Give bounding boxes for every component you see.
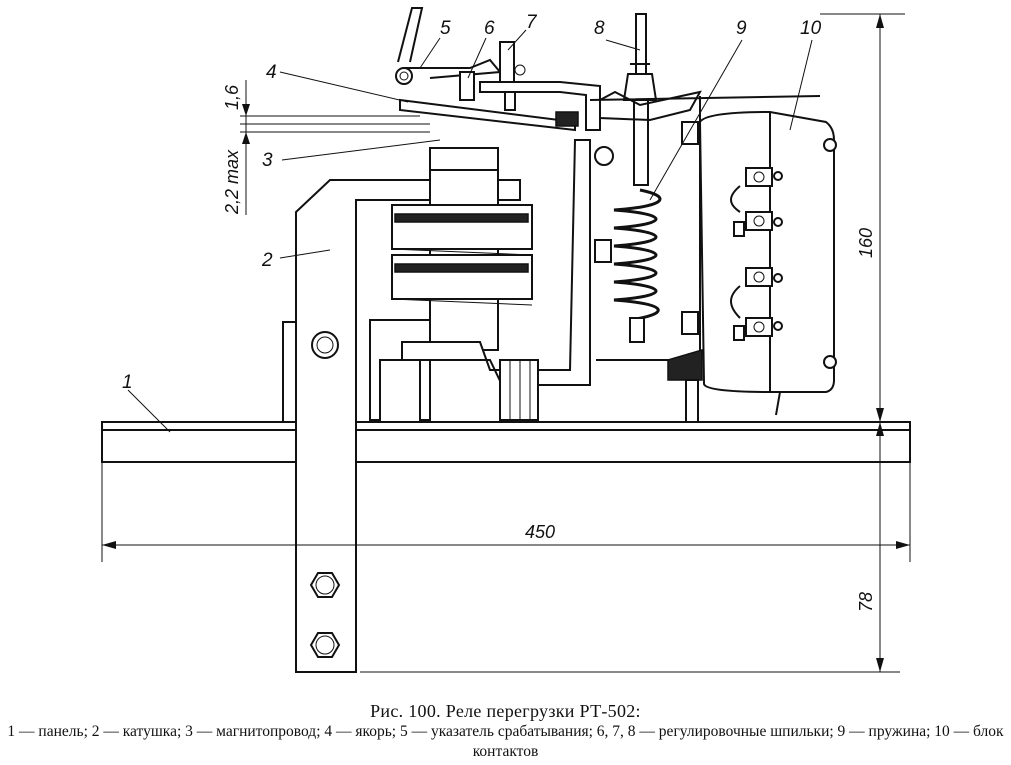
- bracket-bolt-icon: [594, 146, 614, 166]
- trip-indicator: [397, 7, 502, 79]
- dimension-lines: [101, 13, 911, 673]
- adjusting-studs: [459, 41, 601, 131]
- callout-9: 9: [736, 18, 747, 39]
- dim-height-top: 160: [856, 228, 876, 258]
- panel: [101, 421, 911, 463]
- dimension-labels: 450 160 78 1,6 2,2 max: [222, 84, 876, 612]
- callout-5: 5: [440, 18, 451, 39]
- callout-7: 7: [526, 12, 538, 33]
- callout-3: 3: [262, 150, 273, 171]
- figure-caption: Рис. 100. Реле перегрузки РТ-502: 1 — па…: [0, 700, 1011, 762]
- callout-labels: 1 2 3 4 5 6 7 8 9 10: [122, 12, 822, 393]
- callout-2: 2: [261, 250, 273, 271]
- armature: [395, 67, 579, 132]
- callout-8: 8: [594, 18, 605, 39]
- relay-drawing: 1 2 3 4 5 6 7 8 9 10 450 160: [101, 7, 911, 673]
- callout-leaders: [127, 29, 813, 433]
- coil: [369, 147, 533, 423]
- spring-assembly: [599, 13, 702, 343]
- lower-bolts: [309, 572, 341, 658]
- dim-gap-max: 2,2 max: [222, 149, 242, 215]
- contact-block: [698, 110, 837, 416]
- contact-terminals: [730, 167, 783, 341]
- caption-title: Рис. 100. Реле перегрузки РТ-502:: [370, 701, 641, 721]
- callout-10: 10: [800, 18, 822, 39]
- lower-bracket: [401, 139, 591, 421]
- callout-6: 6: [484, 18, 495, 39]
- frame-bolt-icon: [311, 331, 339, 359]
- caption-legend: 1 — панель; 2 — катушка; 3 — магнитопров…: [7, 723, 1004, 760]
- callout-1: 1: [122, 372, 133, 393]
- dim-height-bottom: 78: [856, 592, 876, 612]
- dim-gap: 1,6: [222, 84, 242, 110]
- callout-4: 4: [266, 62, 277, 83]
- dim-width: 450: [525, 522, 555, 542]
